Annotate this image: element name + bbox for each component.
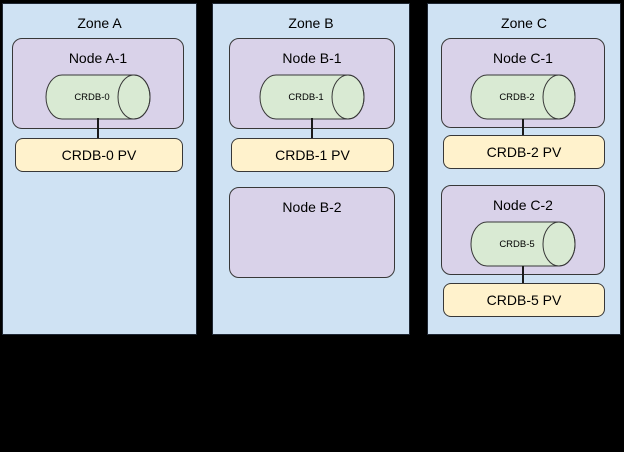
database-label: CRDB-5 (499, 239, 534, 250)
cylinder-cap (542, 74, 576, 120)
node-a-1-title: Node A-1 (68, 50, 128, 66)
node-b-1-title: Node B-1 (282, 50, 342, 66)
zone-a: Zone A Node A-1 CRDB-0 CRDB-0 PV (2, 3, 197, 335)
database-cylinder-crdb-5: CRDB-5 (470, 221, 576, 267)
connector-line (522, 266, 524, 283)
node-c-1: Node C-1 CRDB-2 (441, 38, 605, 128)
node-b-1: Node B-1 CRDB-1 (229, 38, 395, 129)
database-label: CRDB-2 (499, 92, 534, 103)
pv-crdb-5: CRDB-5 PV (443, 283, 605, 317)
database-cylinder-crdb-2: CRDB-2 (470, 74, 576, 120)
pv-crdb-0: CRDB-0 PV (15, 138, 183, 172)
database-label: CRDB-1 (288, 92, 323, 103)
cylinder-cap (117, 74, 151, 120)
node-c-1-title: Node C-1 (493, 50, 553, 66)
node-c-2-title: Node C-2 (493, 197, 553, 213)
node-b-2-title: Node B-2 (282, 199, 342, 215)
database-cylinder-crdb-1: CRDB-1 (259, 74, 365, 120)
connector-line (522, 119, 524, 135)
zone-a-title: Zone A (77, 15, 122, 31)
node-a-1: Node A-1 CRDB-0 (12, 38, 184, 129)
zone-b: Zone B Node B-1 CRDB-1 CRDB-1 PV Node B-… (212, 3, 410, 335)
cylinder-cap (331, 74, 365, 120)
connector-line (97, 118, 99, 138)
zone-b-title: Zone B (288, 15, 334, 31)
node-b-2: Node B-2 (229, 187, 395, 278)
database-label: CRDB-0 (74, 92, 109, 103)
pv-crdb-1: CRDB-1 PV (231, 138, 394, 172)
connector-line (311, 118, 313, 138)
node-c-2: Node C-2 CRDB-5 (441, 185, 605, 275)
cylinder-cap (542, 221, 576, 267)
zone-c-title: Zone C (501, 15, 547, 31)
pv-crdb-2: CRDB-2 PV (443, 135, 605, 169)
zone-c: Zone C Node C-1 CRDB-2 CRDB-2 PV Node C-… (427, 3, 621, 335)
database-cylinder-crdb-0: CRDB-0 (45, 74, 151, 120)
